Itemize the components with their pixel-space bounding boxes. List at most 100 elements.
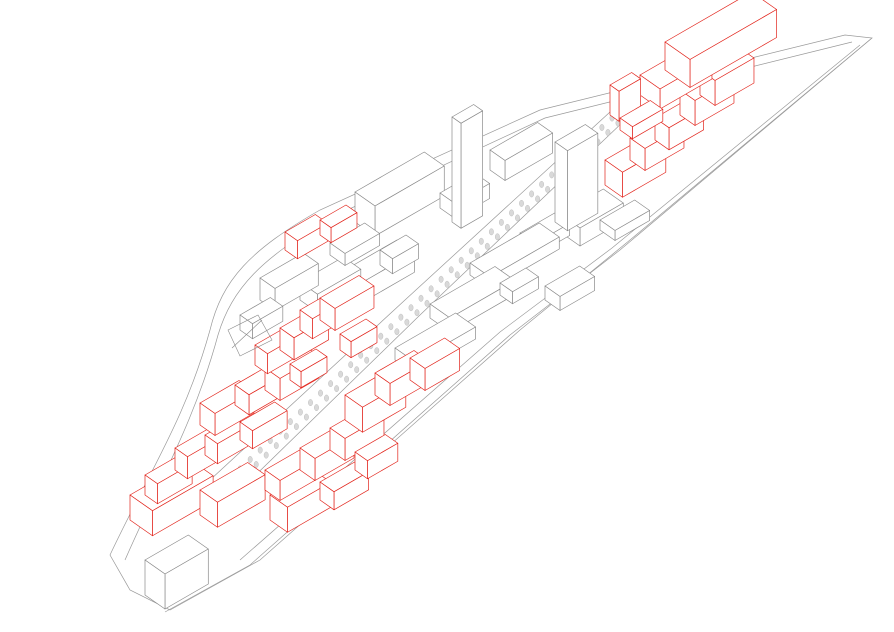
plaza-diagonal (231, 319, 263, 349)
plaza-outline (227, 314, 273, 357)
existing-building-15 (599, 199, 650, 241)
side-face (144, 474, 158, 505)
tree-45 (438, 275, 444, 283)
tree-8 (253, 461, 259, 468)
side-face (299, 447, 316, 481)
tower-east (554, 124, 599, 232)
tree-41 (418, 294, 424, 302)
proposed-building-6 (239, 401, 288, 450)
side-face (664, 41, 691, 88)
front-face (567, 132, 599, 232)
side-face (254, 344, 268, 375)
side-face (174, 447, 188, 480)
tree-17 (297, 408, 303, 416)
tree-40 (414, 309, 420, 317)
tree-35 (388, 323, 394, 331)
site-boundary (109, 34, 873, 613)
side-face (374, 372, 391, 406)
proposed-building-24 (354, 434, 399, 480)
tree-39 (408, 304, 414, 312)
side-face (329, 427, 346, 461)
side-face (199, 489, 218, 528)
tree-47 (448, 266, 454, 274)
side-face (329, 242, 346, 266)
side-face (354, 451, 368, 480)
side-face (319, 481, 335, 511)
existing-building-18 (144, 534, 209, 610)
existing-building-3 (489, 122, 553, 181)
tree-61 (519, 199, 524, 207)
side-face (129, 494, 153, 537)
tree-46 (444, 280, 450, 288)
proposed-building-22 (409, 337, 460, 391)
side-face (379, 249, 393, 275)
tree-44 (434, 290, 440, 298)
side-face (284, 231, 298, 260)
left-plaza (227, 314, 273, 357)
tree-22 (324, 394, 329, 402)
side-face (409, 357, 426, 391)
site-outline (109, 34, 873, 611)
tower-west (451, 104, 483, 229)
tree-32 (374, 347, 380, 355)
tree-10 (263, 451, 269, 459)
proposed-building-14 (339, 318, 378, 359)
proposed-building-35 (619, 100, 664, 140)
tree-55 (488, 228, 494, 236)
side-face (489, 149, 506, 181)
tree-64 (535, 195, 540, 203)
tree-57 (498, 218, 504, 226)
side-face (319, 297, 336, 331)
tree-51 (468, 247, 474, 255)
tree-26 (344, 375, 349, 383)
proposed-buildings (129, 0, 777, 537)
side-face (204, 434, 218, 465)
tree-42 (424, 299, 430, 307)
side-face (269, 494, 288, 533)
tree-25 (338, 370, 343, 378)
tree-59 (509, 209, 514, 217)
existing-building-1 (354, 151, 445, 237)
side-face (619, 117, 633, 140)
tree-56 (494, 233, 500, 241)
side-face (544, 285, 561, 311)
tree-30 (364, 356, 370, 364)
tree-19 (308, 399, 313, 406)
proposed-building-33 (664, 0, 777, 88)
tree-43 (428, 285, 434, 293)
side-face (599, 219, 616, 241)
side-face (144, 559, 166, 610)
tree-77 (599, 124, 605, 131)
tree-34 (384, 337, 390, 345)
tree-16 (293, 423, 299, 430)
tree-18 (303, 413, 309, 421)
tree-58 (504, 223, 510, 231)
side-face (239, 314, 253, 340)
tree-67 (549, 171, 555, 179)
side-face (319, 219, 332, 244)
side-face (629, 137, 646, 171)
tree-78 (605, 129, 611, 136)
tree-60 (515, 214, 520, 222)
tree-12 (273, 442, 279, 449)
proposed-building-15 (289, 348, 328, 389)
tree-38 (404, 318, 410, 326)
tree-20 (314, 404, 319, 411)
tree-7 (247, 456, 253, 463)
tree-48 (454, 271, 460, 279)
waterfront-road (164, 37, 873, 613)
side-face (289, 363, 302, 389)
tree-63 (529, 190, 534, 198)
existing-building-17 (499, 267, 539, 305)
side-face (264, 469, 281, 501)
tree-49 (458, 256, 464, 264)
tree-21 (318, 389, 323, 397)
side-face (499, 282, 513, 305)
tree-50 (464, 261, 470, 269)
tree-33 (378, 332, 384, 340)
tree-9 (257, 446, 263, 454)
tree-28 (354, 366, 360, 374)
proposed-building-2 (199, 462, 266, 528)
tree-53 (478, 237, 484, 245)
